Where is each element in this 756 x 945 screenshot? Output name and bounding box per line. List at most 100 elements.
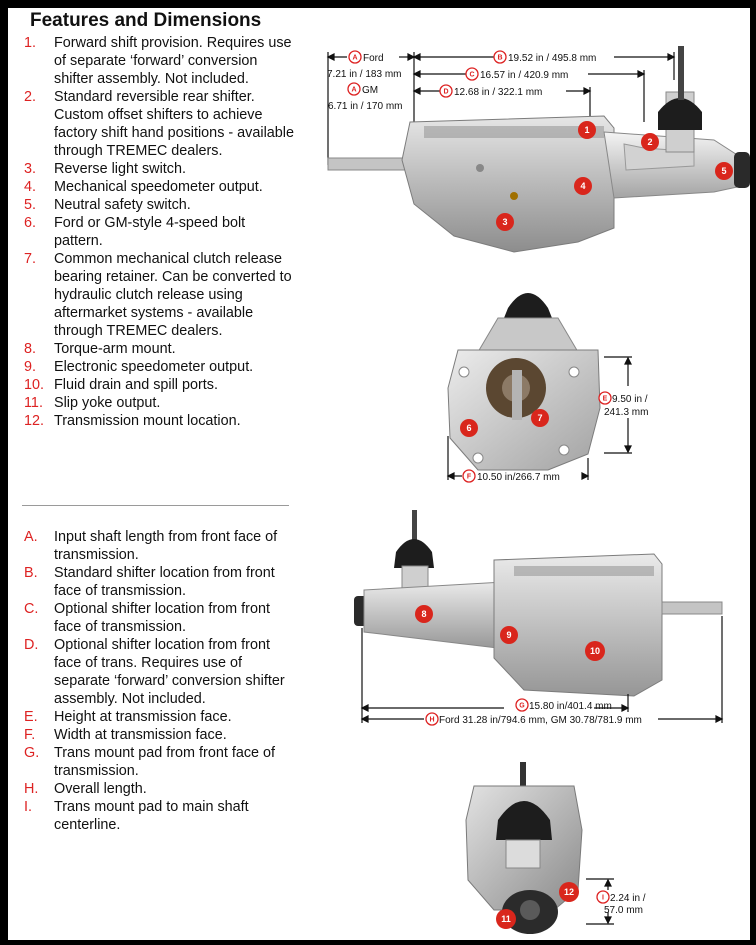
list-item: G. Trans mount pad from front face of tra…	[24, 744, 296, 780]
callout-8: 8	[415, 605, 433, 623]
item-text: Transmission mount location.	[54, 413, 241, 429]
list-item: 11.Slip yoke output.	[24, 394, 296, 412]
item-number: 7.	[24, 251, 37, 267]
features-list: 1.Forward shift provision. Requires use …	[24, 34, 296, 430]
item-text: Standard shifter location from front fac…	[54, 565, 275, 599]
dim-f-label: F 10.50 in/266.7 mm	[462, 469, 560, 483]
item-number: B.	[24, 565, 38, 581]
item-text: Neutral safety switch.	[54, 197, 191, 213]
item-number: I.	[24, 799, 32, 815]
dim-c-label: C 16.57 in / 420.9 mm	[465, 67, 568, 81]
callout-2: 2	[641, 133, 659, 151]
svg-text:B: B	[497, 55, 502, 62]
item-number: D.	[24, 637, 39, 653]
svg-text:2.24 in /: 2.24 in /	[610, 893, 646, 904]
item-text: Optional shifter location from front fac…	[54, 637, 285, 707]
list-item: 3. Reverse light switch.	[24, 160, 296, 178]
item-number: E.	[24, 709, 38, 725]
svg-text:12: 12	[564, 887, 574, 897]
section-divider	[22, 505, 289, 506]
list-item: 6. Ford or GM-style 4-speed bolt pattern.	[24, 214, 296, 250]
item-text: Trans mount pad to main shaft centerline…	[54, 799, 249, 833]
list-item: 12.Transmission mount location.	[24, 412, 296, 430]
item-text: Optional shifter location from front fac…	[54, 601, 270, 635]
svg-text:5: 5	[721, 166, 726, 176]
transmission-rear-illustration	[465, 762, 583, 934]
svg-text:6.71 in / 170 mm: 6.71 in / 170 mm	[328, 101, 402, 112]
svg-text:9: 9	[506, 630, 511, 640]
list-item: 5.Neutral safety switch.	[24, 196, 296, 214]
svg-text:16.57 in / 420.9 mm: 16.57 in / 420.9 mm	[480, 70, 568, 81]
item-text: Ford or GM-style 4-speed bolt pattern.	[54, 215, 246, 249]
svg-text:C: C	[469, 72, 474, 79]
callout-10: 10	[585, 641, 605, 661]
list-item: B. Standard shifter location from front f…	[24, 564, 296, 600]
item-number: 9.	[24, 359, 37, 375]
dim-g-label: G 15.80 in/401.4 mm	[515, 698, 612, 712]
svg-text:1: 1	[584, 125, 589, 135]
item-number: H.	[24, 781, 39, 797]
svg-text:Ford: Ford	[363, 53, 384, 64]
list-item: D. Optional shifter location from front f…	[24, 636, 296, 708]
svg-text:A: A	[352, 55, 357, 62]
item-number: 8.	[24, 341, 37, 357]
dim-a-label: A Ford 7.21 in / 183 mm A GM 6.71 in / 1…	[327, 50, 402, 112]
svg-text:2: 2	[647, 137, 652, 147]
svg-text:H: H	[429, 717, 434, 724]
item-text: Mechanical speedometer output.	[54, 179, 263, 195]
callout-6: 6	[460, 419, 478, 437]
item-text: Width at transmission face.	[54, 727, 227, 743]
dim-i-label: I 2.24 in / 57.0 mm	[596, 890, 646, 916]
item-number: A.	[24, 529, 38, 545]
callout-1: 1	[578, 121, 596, 139]
transmission-rear-view-figure: I 2.24 in / 57.0 mm 11 12	[465, 762, 646, 934]
list-item: 7.Common mechanical clutch release beari…	[24, 250, 296, 340]
svg-text:15.80 in/401.4 mm: 15.80 in/401.4 mm	[529, 701, 612, 712]
item-text: Reverse light switch.	[54, 161, 186, 177]
list-item: 1.Forward shift provision. Requires use …	[24, 34, 296, 88]
list-item: C.Optional shifter location from front f…	[24, 600, 296, 636]
item-text: Trans mount pad from front face of trans…	[54, 745, 276, 779]
svg-text:7: 7	[537, 413, 542, 423]
dim-h-label: H Ford 31.28 in/794.6 mm, GM 30.78/781.9…	[425, 712, 642, 726]
svg-text:9.50 in /: 9.50 in /	[612, 394, 648, 405]
callout-9: 9	[500, 626, 518, 644]
svg-text:D: D	[443, 89, 448, 96]
transmission-side-illustration	[327, 46, 750, 253]
item-text: Torque-arm mount.	[54, 341, 176, 357]
item-number: 6.	[24, 215, 37, 231]
item-text: Electronic speedometer output.	[54, 359, 254, 375]
list-item: A.Input shaft length from front face of …	[24, 528, 296, 564]
svg-text:F: F	[467, 474, 472, 481]
item-number: 2.	[24, 89, 37, 105]
item-text: Fluid drain and spill ports.	[54, 377, 218, 393]
dim-d-label: D 12.68 in / 322.1 mm	[439, 84, 542, 98]
svg-text:12.68 in / 322.1 mm: 12.68 in / 322.1 mm	[454, 87, 542, 98]
svg-text:6: 6	[466, 423, 471, 433]
dim-b-label: B 19.52 in / 495.8 mm	[493, 50, 596, 64]
list-item: 4.Mechanical speedometer output.	[24, 178, 296, 196]
svg-text:19.52 in / 495.8 mm: 19.52 in / 495.8 mm	[508, 53, 596, 64]
dim-e-label: E 9.50 in / 241.3 mm	[598, 391, 648, 418]
item-number: G.	[24, 745, 40, 761]
svg-text:7.21 in / 183 mm: 7.21 in / 183 mm	[327, 69, 401, 80]
callout-11: 11	[496, 909, 516, 929]
dimensions-list: A.Input shaft length from front face of …	[24, 528, 296, 834]
item-number: 1.	[24, 35, 37, 51]
transmission-opposite-illustration	[354, 510, 723, 697]
callout-7: 7	[531, 409, 549, 427]
svg-text:241.3 mm: 241.3 mm	[604, 407, 648, 418]
item-number: 10.	[24, 377, 45, 393]
item-number: 3.	[24, 161, 37, 177]
transmission-side-view-figure: A Ford 7.21 in / 183 mm A GM 6.71 in / 1…	[326, 46, 750, 253]
item-text: Overall length.	[54, 781, 147, 797]
list-item: E.Height at transmission face.	[24, 708, 296, 726]
list-item: F.Width at transmission face.	[24, 726, 296, 744]
svg-text:57.0 mm: 57.0 mm	[604, 905, 643, 916]
spec-sheet: Features and Dimensions 1.Forward shift …	[8, 8, 750, 940]
item-number: 11.	[24, 395, 43, 411]
svg-text:E: E	[603, 396, 608, 403]
transmission-front-view-figure: E 9.50 in / 241.3 mm F 10.50 in/266.7 mm…	[446, 293, 648, 483]
svg-text:11: 11	[501, 914, 511, 924]
svg-text:4: 4	[580, 181, 585, 191]
